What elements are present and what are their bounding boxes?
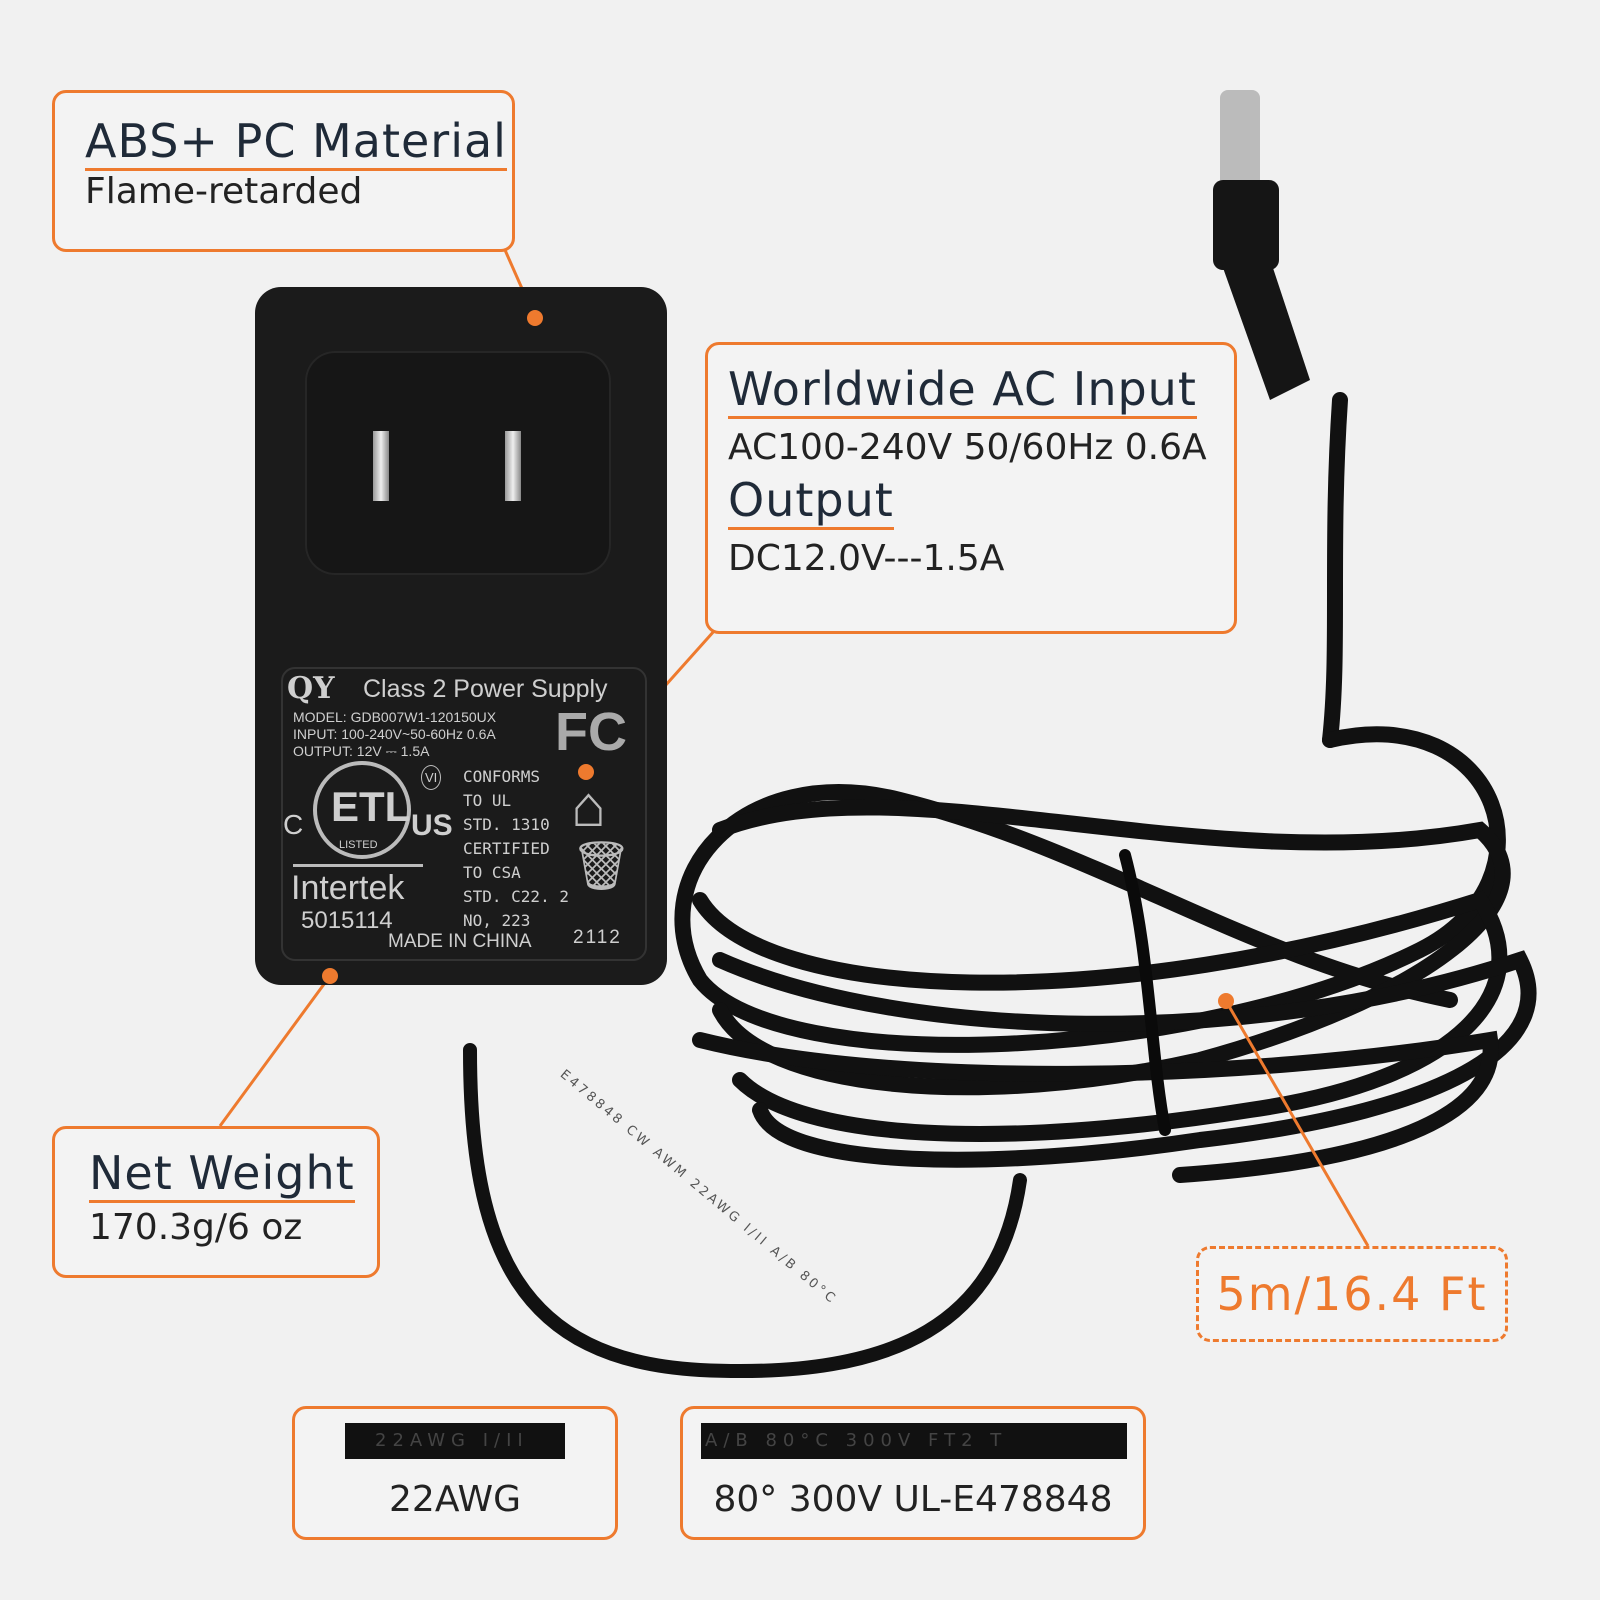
callout-rating: A/B 80°C 300V FT2 T 80° 300V UL-E478848 (680, 1406, 1146, 1540)
input-title: Worldwide AC Input (728, 363, 1197, 419)
device-label: QY Class 2 Power Supply MODEL: GDB007W1-… (281, 667, 647, 961)
fcc-logo: FC (555, 702, 627, 762)
output-title: Output (728, 473, 894, 530)
intertek-number: 5015114 (301, 907, 393, 934)
weee-bin-icon: 🗑 (571, 840, 632, 893)
length-value: 5m/16.4 Ft (1216, 1267, 1488, 1321)
date-code: 2112 (573, 927, 622, 948)
indoor-use-house-icon: ⌂ (571, 774, 607, 839)
dc-plug (1213, 90, 1310, 400)
callout-gauge: 22AWG I/II 22AWG (292, 1406, 618, 1540)
label-heading: Class 2 Power Supply (363, 675, 608, 703)
power-adapter: QY Class 2 Power Supply MODEL: GDB007W1-… (255, 287, 667, 985)
callout-length: 5m/16.4 Ft (1196, 1246, 1508, 1342)
etl-logo: ETL LISTED (313, 761, 411, 859)
cable-lead (463, 1043, 1027, 1378)
intertek-logo: Intertek (291, 869, 405, 907)
label-model: MODEL: GDB007W1-120150UX (293, 709, 497, 725)
prong (373, 431, 389, 501)
cable-sample-rating: A/B 80°C 300V FT2 T (701, 1423, 1127, 1459)
rating-caption: 80° 300V UL-E478848 (713, 1479, 1113, 1520)
material-title: ABS+ PC Material (85, 115, 507, 171)
callout-input-output: Worldwide AC Input AC100-240V 50/60Hz 0.… (705, 342, 1237, 634)
plug-face (305, 351, 611, 575)
gauge-caption: 22AWG (389, 1479, 521, 1520)
etl-text: ETL (331, 783, 411, 830)
made-in-china: MADE IN CHINA (388, 931, 532, 952)
etl-c: C (283, 809, 304, 840)
callout-dot (578, 764, 594, 780)
etl-listed: LISTED (339, 839, 378, 851)
cable-tie (1119, 849, 1171, 1136)
label-input: INPUT: 100-240V~50-60Hz 0.6A (293, 726, 496, 742)
label-output: OUTPUT: 12V ⎓ 1.5A (293, 743, 430, 759)
weight-value: 170.3g/6 oz (89, 1206, 303, 1248)
cable (463, 392, 1537, 1378)
material-subtitle: Flame-retarded (85, 170, 363, 212)
cable-sample-22awg: 22AWG I/II (345, 1423, 565, 1459)
output-value: DC12.0V---1.5A (728, 537, 1005, 579)
callout-dot (1218, 993, 1234, 1009)
weight-title: Net Weight (89, 1147, 355, 1203)
cable-to-plug (1322, 392, 1348, 748)
callout-dot (527, 310, 543, 326)
conformity-text: CONFORMS TO UL STD. 1310 CERTIFIED TO CS… (463, 767, 569, 930)
brand-logo: QY (287, 671, 335, 706)
callout-weight: Net Weight 170.3g/6 oz (52, 1126, 380, 1278)
callout-material: ABS+ PC Material Flame-retarded (52, 90, 515, 252)
prong (505, 431, 521, 501)
etl-us: US (411, 809, 453, 842)
vi-mark: VI (421, 765, 442, 790)
input-value: AC100-240V 50/60Hz 0.6A (728, 426, 1207, 468)
callout-dot (322, 968, 338, 984)
cable-coil (674, 726, 1537, 1183)
